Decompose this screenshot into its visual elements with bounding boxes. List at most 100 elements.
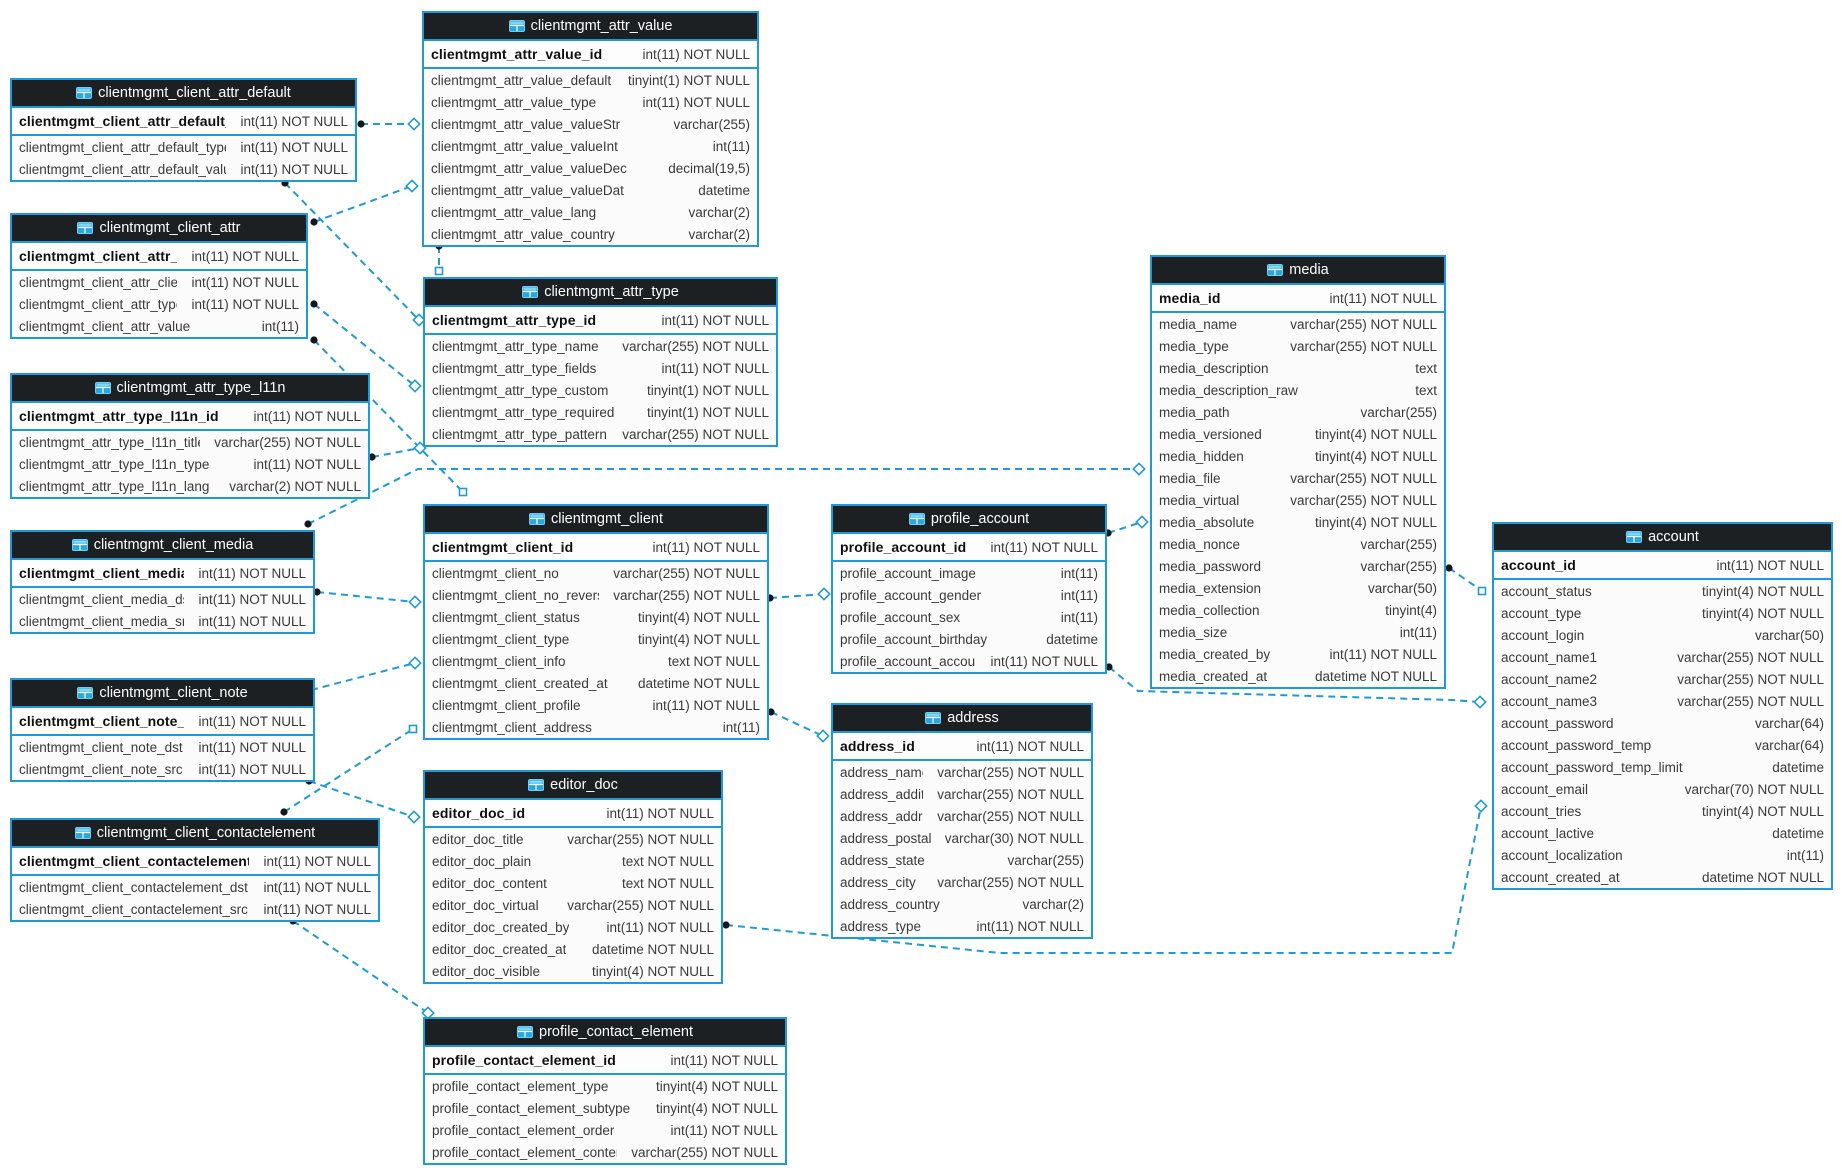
- relationship-clientmgmt_client--address[interactable]: [767, 708, 830, 743]
- primary-key-row[interactable]: address_id int(11) NOT NULL: [833, 733, 1091, 761]
- relationship-line[interactable]: [307, 468, 1139, 525]
- relationship-clientmgmt_client_contactelement--profile_contact_element[interactable]: [289, 917, 435, 1020]
- relationship-clientmgmt_attr_value--clientmgmt_attr_type[interactable]: [434, 242, 444, 276]
- relationship-clientmgmt_client_media--clientmgmt_client[interactable]: [313, 588, 422, 609]
- relationship-line[interactable]: [313, 185, 413, 223]
- table-clientmgmt_client_media[interactable]: clientmgmt_client_media clientmgmt_clien…: [10, 530, 315, 634]
- relationship-line[interactable]: [770, 711, 824, 737]
- primary-key-row[interactable]: account_id int(11) NOT NULL: [1494, 552, 1831, 580]
- primary-key-row[interactable]: clientmgmt_attr_type_id int(11) NOT NULL: [425, 307, 776, 335]
- relationship-line[interactable]: [284, 182, 420, 321]
- table-clientmgmt_client_attr[interactable]: clientmgmt_client_attr clientmgmt_client…: [10, 213, 308, 339]
- table-header[interactable]: address: [833, 705, 1091, 733]
- relationship-line[interactable]: [1448, 567, 1483, 592]
- table-account[interactable]: account account_id int(11) NOT NULL acco…: [1492, 522, 1833, 890]
- relationship-line[interactable]: [310, 662, 416, 691]
- table-header[interactable]: clientmgmt_client_note: [12, 680, 313, 708]
- table-header[interactable]: profile_contact_element: [425, 1019, 785, 1047]
- table-header[interactable]: clientmgmt_client_contactelement: [12, 820, 378, 848]
- primary-key-row[interactable]: clientmgmt_attr_type_l11n_id int(11) NOT…: [12, 403, 368, 431]
- primary-key-row[interactable]: clientmgmt_client_contactelement_id int(…: [12, 848, 378, 876]
- table-header[interactable]: editor_doc: [425, 772, 721, 800]
- table-header[interactable]: clientmgmt_attr_value: [424, 13, 757, 41]
- relationship-clientmgmt_client_note--editor_doc[interactable]: [305, 777, 421, 824]
- primary-key-row[interactable]: clientmgmt_client_note_id int(11) NOT NU…: [12, 708, 313, 736]
- table-header[interactable]: media: [1152, 257, 1444, 285]
- primary-key-row[interactable]: editor_doc_id int(11) NOT NULL: [425, 800, 721, 828]
- table-header[interactable]: clientmgmt_client_media: [12, 532, 313, 560]
- table-media[interactable]: media media_id int(11) NOT NULL media_na…: [1150, 255, 1446, 689]
- table-header[interactable]: clientmgmt_attr_type_l11n: [12, 375, 368, 403]
- table-editor_doc[interactable]: editor_doc editor_doc_id int(11) NOT NUL…: [423, 770, 723, 984]
- column-row-address_address[interactable]: address_addressvarchar(255) NOT NULL: [833, 805, 1091, 827]
- relationship-line[interactable]: [313, 303, 416, 387]
- column-row-address_addition[interactable]: address_additionvarchar(255) NOT NULL: [833, 783, 1091, 805]
- relationship-line[interactable]: [769, 593, 825, 599]
- relationship-editor_doc--account[interactable]: [722, 799, 1488, 954]
- relationship-clientmgmt_client_contactelement--clientmgmt_client[interactable]: [280, 724, 418, 816]
- table-clientmgmt_client_contactelement[interactable]: clientmgmt_client_contactelement clientm…: [10, 818, 380, 922]
- table-profile_contact_element[interactable]: profile_contact_element profile_contact_…: [423, 1017, 787, 1165]
- primary-key-row[interactable]: profile_contact_element_id int(11) NOT N…: [425, 1047, 785, 1075]
- table-clientmgmt_attr_type_l11n[interactable]: clientmgmt_attr_type_l11n clientmgmt_att…: [10, 373, 370, 499]
- relationship-profile_account--account[interactable]: [1105, 663, 1487, 709]
- relationship-line[interactable]: [316, 591, 416, 603]
- primary-key-row[interactable]: clientmgmt_client_attr_default_id int(11…: [12, 108, 355, 136]
- table-header[interactable]: clientmgmt_client_attr: [12, 215, 306, 243]
- table-clientmgmt_client[interactable]: clientmgmt_client clientmgmt_client_id i…: [423, 504, 769, 740]
- table-header[interactable]: clientmgmt_client: [425, 506, 767, 534]
- relationship-clientmgmt_client_attr--clientmgmt_attr_type[interactable]: [310, 300, 422, 393]
